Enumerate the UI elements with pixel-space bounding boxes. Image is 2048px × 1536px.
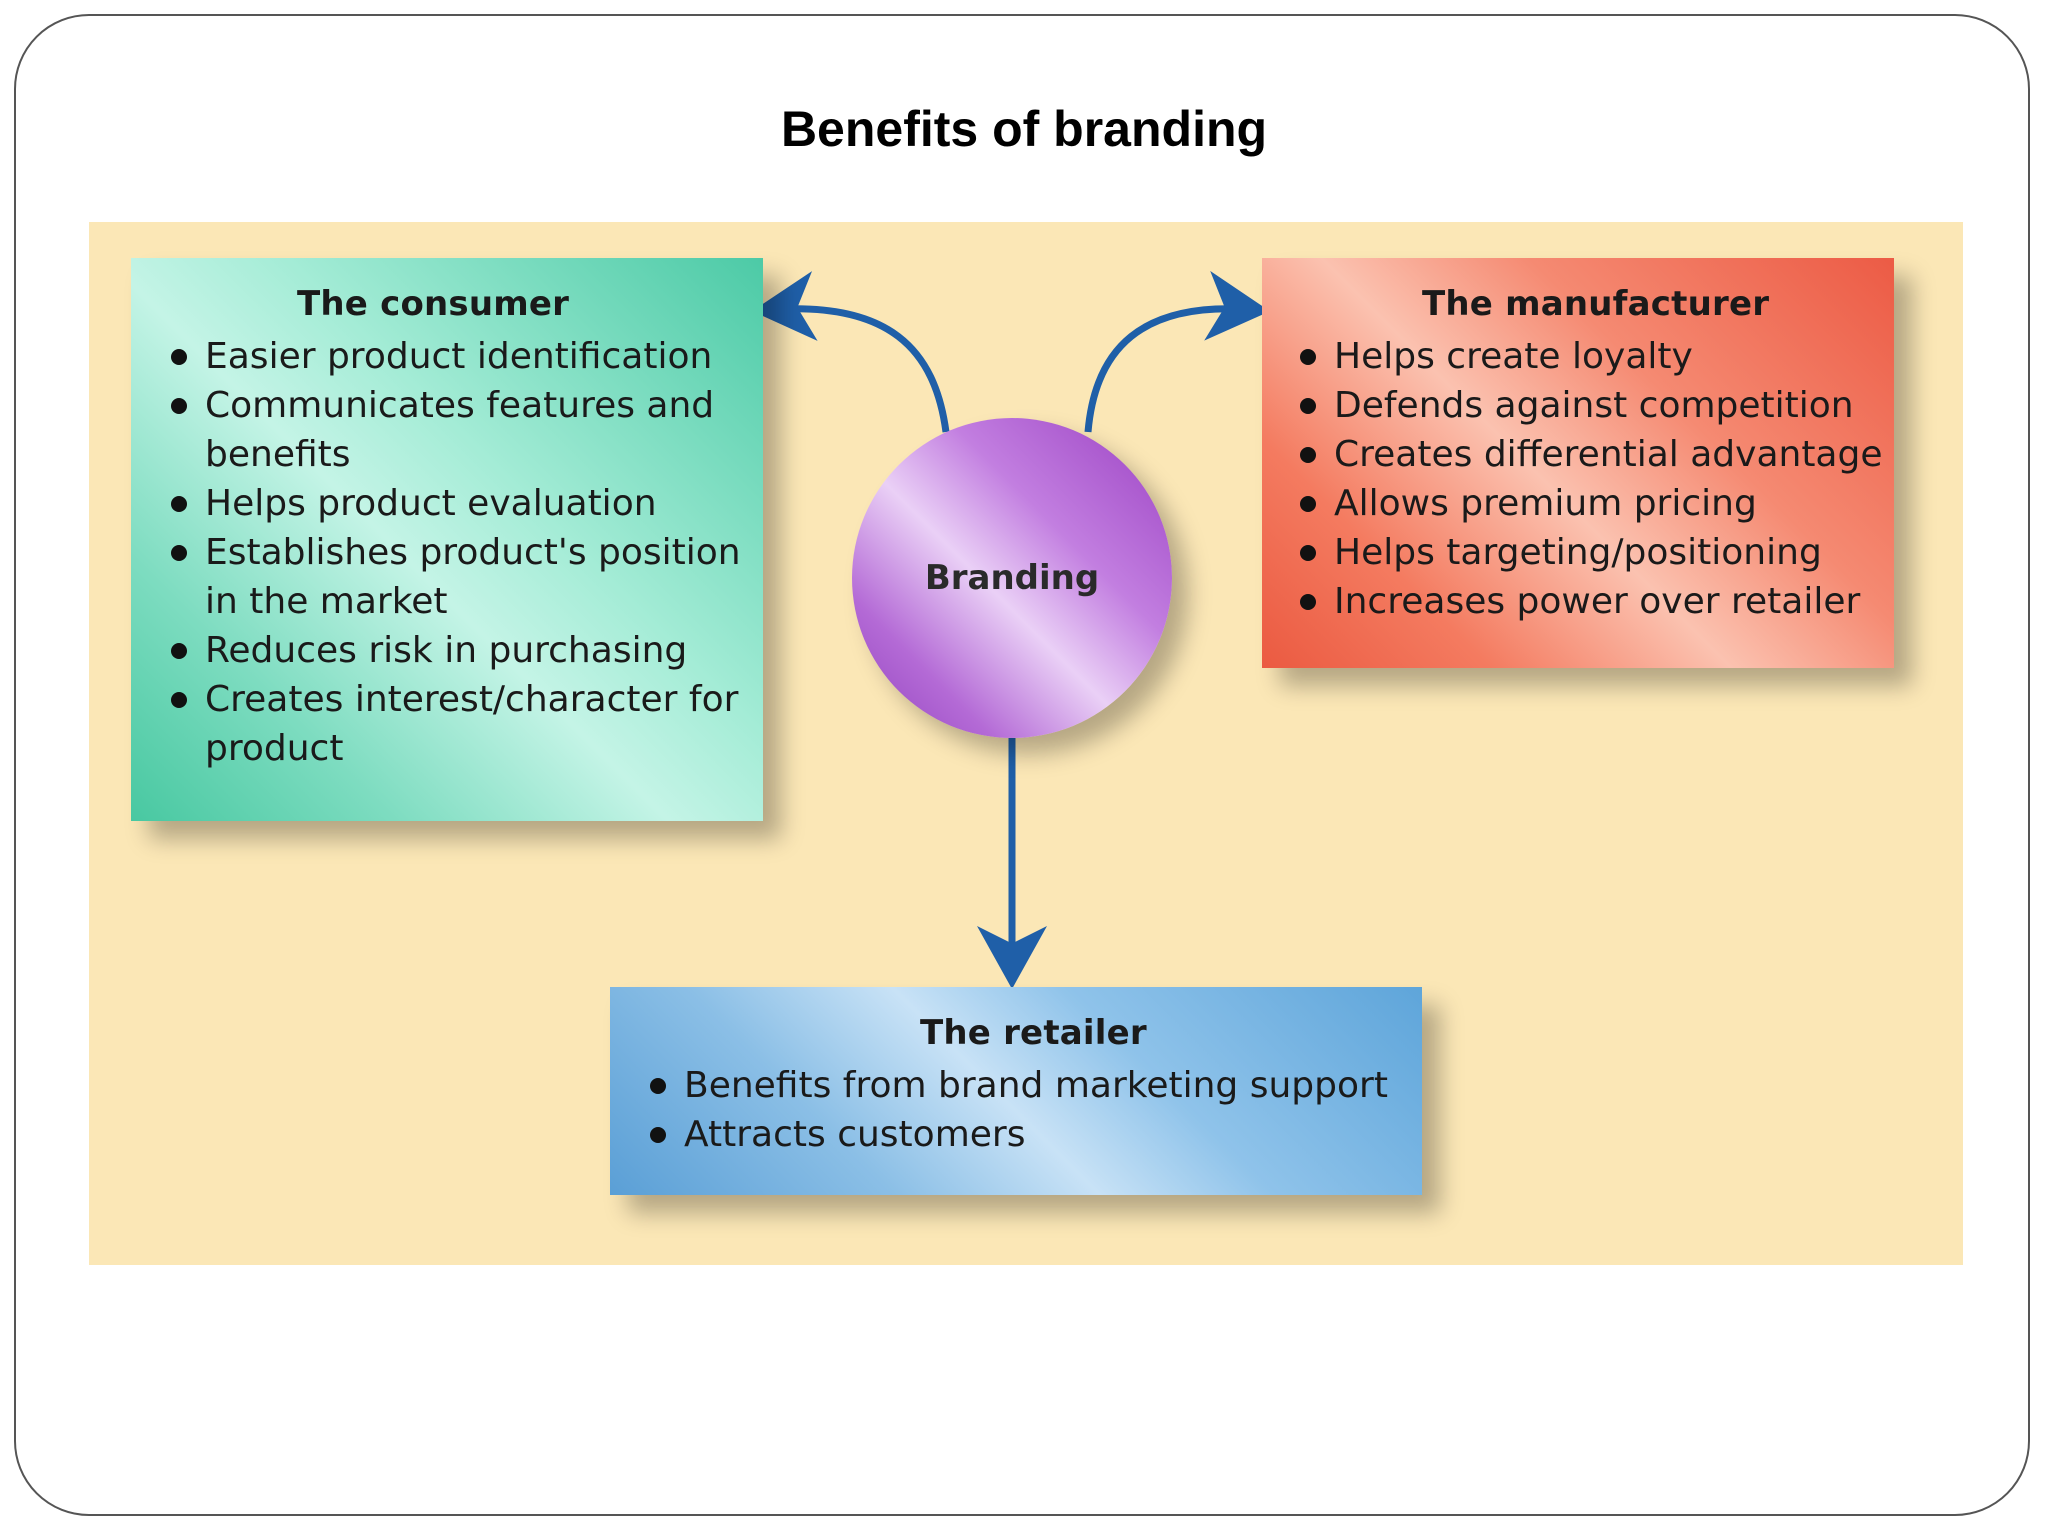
slide-title: Benefits of branding <box>780 101 1268 157</box>
retailer-box: The retailer Benefits from brand marketi… <box>610 987 1422 1195</box>
branding-hub: Branding <box>852 418 1172 738</box>
list-item: Helps targeting/positioning <box>1296 528 1884 577</box>
manufacturer-box: The manufacturer Helps create loyalty De… <box>1262 258 1894 668</box>
retailer-list: Benefits from brand marketing support At… <box>646 1061 1402 1159</box>
list-item: Helps product evaluation <box>167 479 743 528</box>
list-item: Increases power over retailer <box>1296 577 1884 626</box>
manufacturer-list: Helps create loyalty Defends against com… <box>1296 332 1884 626</box>
list-item: Communicates features and benefits <box>167 381 743 479</box>
consumer-box: The consumer Easier product identificati… <box>131 258 763 821</box>
list-item: Creates interest/character for product <box>167 675 743 773</box>
hub-label: Branding <box>924 558 1100 598</box>
consumer-title: The consumer <box>297 284 570 324</box>
list-item: Reduces risk in purchasing <box>167 626 743 675</box>
arrow-to-manufacturer <box>1084 270 1270 433</box>
list-item: Benefits from brand marketing support <box>646 1061 1402 1110</box>
arrow-to-consumer <box>752 271 950 433</box>
list-item: Attracts customers <box>646 1110 1402 1159</box>
retailer-title: The retailer <box>920 1013 1147 1053</box>
list-item: Helps create loyalty <box>1296 332 1884 381</box>
list-item: Easier product identification <box>167 332 743 381</box>
consumer-list: Easier product identification Communicat… <box>167 332 743 773</box>
list-item: Allows premium pricing <box>1296 479 1884 528</box>
manufacturer-title: The manufacturer <box>1422 284 1770 324</box>
list-item: Defends against competition <box>1296 381 1884 430</box>
list-item: Establishes product's position in the ma… <box>167 528 743 626</box>
list-item: Creates differential advantage <box>1296 430 1884 479</box>
